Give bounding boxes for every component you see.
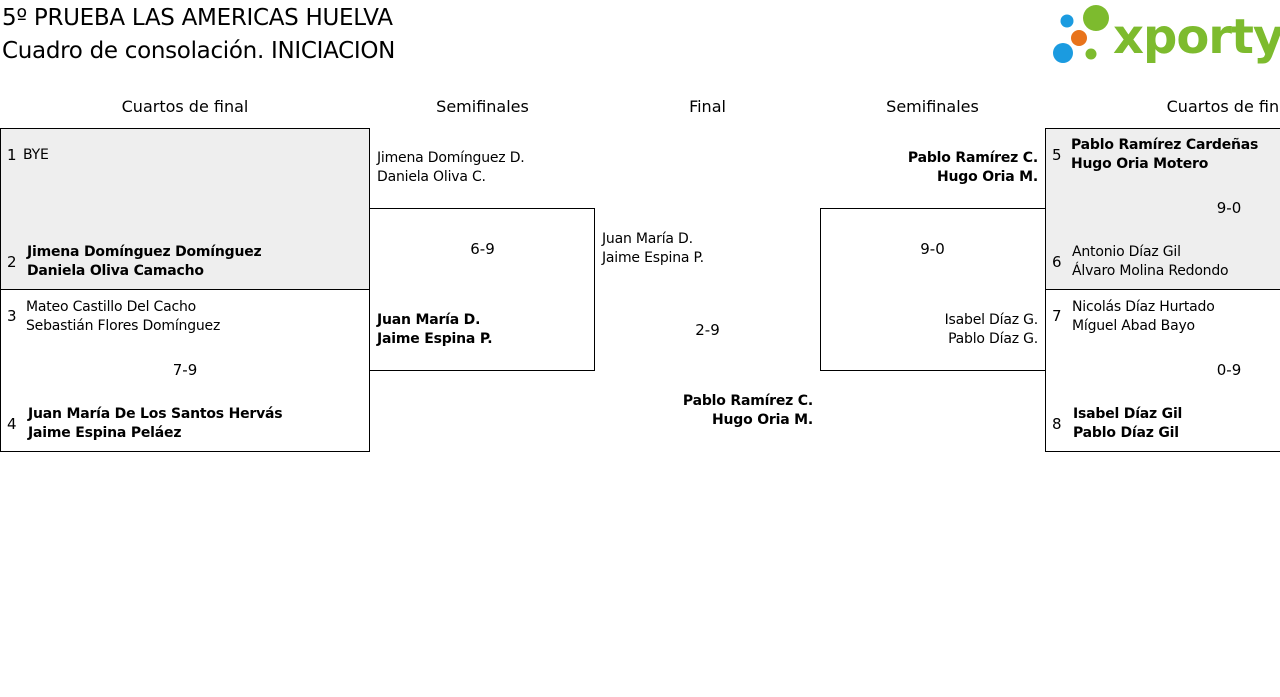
seed-number: 3 <box>7 307 17 325</box>
header-left-quarterfinals: Cuartos de final <box>121 97 249 116</box>
match-score: 9-0 <box>920 240 945 258</box>
player-name: Pablo Ramírez C. <box>907 150 1038 166</box>
player-name: Jimena Domínguez Domínguez <box>27 244 262 260</box>
player-name: Nicolás Díaz Hurtado <box>1072 299 1215 315</box>
header-right-quarterfinals: Cuartos de final <box>1166 97 1280 116</box>
svg-text:xporty: xporty <box>1113 9 1280 65</box>
seed-number: 8 <box>1052 415 1062 433</box>
player-name: Isabel Díaz G. <box>944 312 1039 328</box>
player-name: Juan María D. <box>602 231 693 247</box>
player-name: Daniela Oliva Camacho <box>27 263 204 279</box>
match-box-qf-4 <box>1045 289 1280 452</box>
player-name: Antonio Díaz Gil <box>1072 244 1181 260</box>
player-name: Juan María De Los Santos Hervás <box>28 406 283 422</box>
seed-number: 4 <box>7 415 17 433</box>
logo-text: xporty <box>1113 9 1280 65</box>
page-title: 5º PRUEBA LAS AMERICAS HUELVA <box>2 5 393 31</box>
final-score: 2-9 <box>695 321 720 339</box>
player-name: BYE <box>23 147 49 163</box>
match-box-qf-1 <box>0 128 370 290</box>
match-box-left-semifinal <box>369 208 595 371</box>
match-score: 7-9 <box>172 361 198 379</box>
seed-number: 5 <box>1052 146 1062 164</box>
header-final: Final <box>689 97 726 116</box>
xporty-logo: xporty <box>1053 5 1280 65</box>
player-name: Álvaro Molina Redondo <box>1072 263 1229 279</box>
player-name: Míguel Abad Bayo <box>1072 318 1195 334</box>
player-name: Daniela Oliva C. <box>377 169 486 185</box>
player-name: Hugo Oria Motero <box>1071 156 1209 172</box>
champion-name: Pablo Ramírez C. <box>682 393 813 409</box>
player-name: Jaime Espina P. <box>602 250 704 266</box>
player-name: Pablo Díaz Gil <box>1073 425 1179 441</box>
player-name: Jimena Domínguez D. <box>377 150 525 166</box>
seed-number: 6 <box>1052 253 1062 271</box>
match-box-qf-3 <box>1045 128 1280 290</box>
match-score: 6-9 <box>470 240 495 258</box>
player-name: Sebastián Flores Domínguez <box>26 318 221 334</box>
page-subtitle: Cuadro de consolación. INICIACION <box>2 38 396 64</box>
champion-name: Hugo Oria M. <box>712 412 813 428</box>
match-score: 0-9 <box>1216 361 1242 379</box>
player-name: Juan María D. <box>377 312 481 328</box>
player-name: Mateo Castillo Del Cacho <box>26 299 197 315</box>
player-name: Hugo Oria M. <box>937 169 1038 185</box>
header-left-semifinals: Semifinales <box>436 97 529 116</box>
player-name: Pablo Ramírez Cardeñas <box>1071 137 1259 153</box>
seed-number: 7 <box>1052 307 1062 325</box>
seed-number: 1 <box>7 146 17 164</box>
match-score: 9-0 <box>1216 199 1242 217</box>
player-name: Isabel Díaz Gil <box>1073 406 1183 422</box>
player-name: Pablo Díaz G. <box>948 331 1038 347</box>
player-name: Jaime Espina P. <box>377 331 493 347</box>
seed-number: 2 <box>7 253 17 271</box>
header-right-semifinals: Semifinales <box>886 97 979 116</box>
player-name: Jaime Espina Peláez <box>28 425 182 441</box>
